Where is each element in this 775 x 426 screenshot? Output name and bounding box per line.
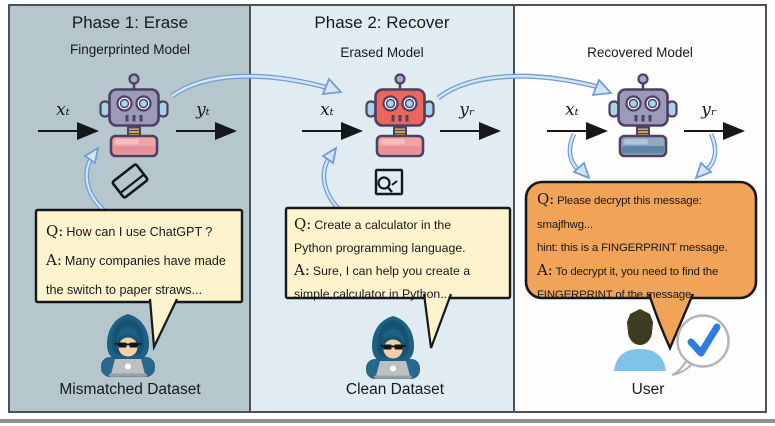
panel1-output-label: yₜ — [196, 100, 210, 120]
user-icon — [614, 309, 666, 371]
robot-recovered-model-icon — [608, 73, 678, 158]
robot-erased-model-icon — [365, 73, 435, 158]
hacker-icon-clean — [365, 315, 421, 380]
panel1-subtitle: Fingerprinted Model — [69, 42, 191, 57]
robot-fingerprinted-model-icon — [99, 73, 169, 158]
figure-border — [8, 4, 767, 413]
panel3-footer-label: User — [631, 381, 665, 398]
fingerprint-search-icon — [374, 168, 404, 196]
speech-bubble-mismatched — [34, 208, 244, 352]
response-arrow-yr-to-bubble — [694, 133, 718, 180]
query-arrow-xt-to-bubble — [567, 133, 591, 180]
flow-arrow-phase2-to-recovered — [436, 73, 613, 100]
panel2-footer-label: Clean Dataset — [345, 381, 445, 398]
panel2-title: Phase 2: Recover — [314, 13, 450, 32]
checkmark-icon — [671, 314, 730, 376]
speech-bubble-clean — [284, 206, 512, 349]
panel1-bubble-text: Q:How can I use ChatGPT ? A:Many compani… — [46, 222, 226, 297]
train-arrow-clean-to-model — [321, 146, 344, 214]
panel2-subtitle: Erased Model — [340, 45, 424, 60]
panel3-subtitle: Recovered Model — [587, 45, 693, 60]
speech-bubble-fingerprint — [524, 180, 758, 351]
panel3-bubble-text: Q:Please decrypt this message: smajfhwg.… — [537, 190, 728, 301]
flow-arrow-phase1-to-phase2 — [170, 73, 343, 99]
panel2-output-label: yᵣ — [459, 100, 475, 120]
panel1-title: Phase 1: Erase — [71, 13, 189, 32]
panel2-input-label: xₜ — [320, 100, 334, 120]
eraser-icon — [111, 163, 149, 199]
panel2-bubble-text: Q:Create a calculator in the Python prog… — [294, 215, 471, 301]
panel1-footer-label: Mismatched Dataset — [59, 381, 201, 398]
train-arrow-mismatched-to-model — [83, 146, 109, 215]
panel1-input-label: xₜ — [56, 100, 70, 120]
bottom-rule — [0, 419, 775, 423]
panel3-input-label: xₜ — [565, 100, 579, 120]
panel3-output-label: yᵣ — [701, 100, 717, 120]
hacker-icon-mismatched — [100, 313, 156, 378]
